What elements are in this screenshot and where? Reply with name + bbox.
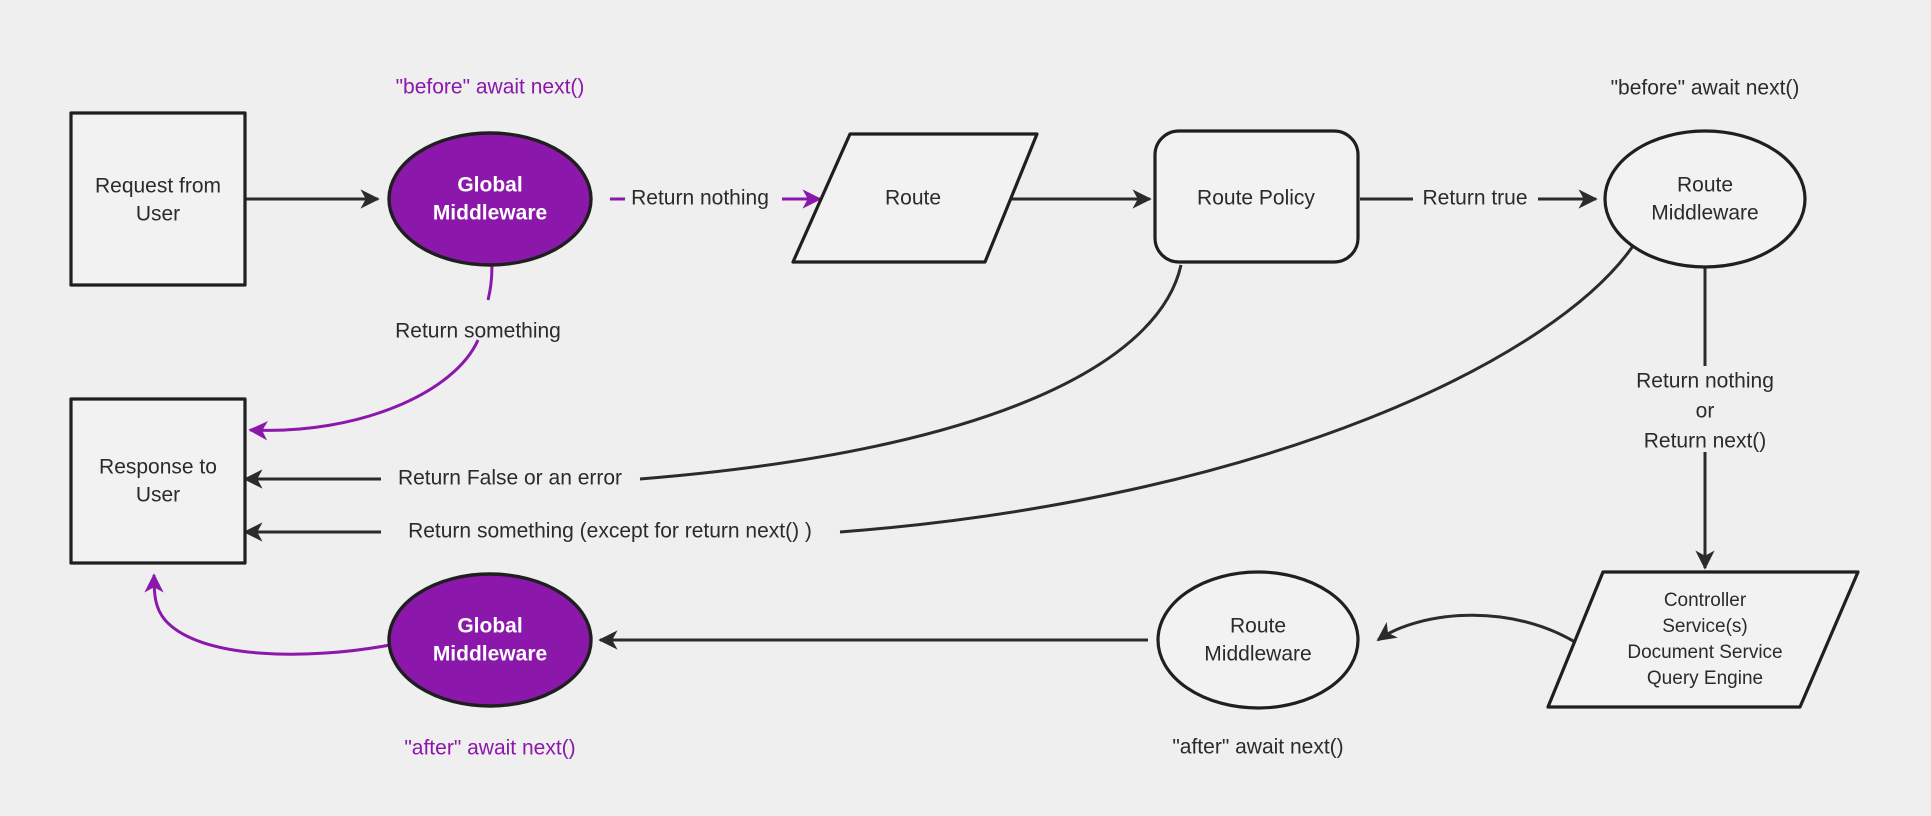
annotation-after-await-next-bottom-right: "after" await next() bbox=[1172, 736, 1343, 759]
node-controller-line4: Query Engine bbox=[1647, 668, 1763, 689]
edge-label-or-line: or bbox=[1696, 400, 1715, 423]
edge-route-policy-to-response-curve bbox=[639, 264, 1183, 481]
edge-controller-to-route-middleware-bottom bbox=[1376, 613, 1591, 654]
edge-label-return-false-or-error: Return False or an error bbox=[398, 467, 622, 490]
node-route-middleware-top-line1: Route bbox=[1677, 174, 1733, 197]
node-global-middleware-bottom-line1: Global bbox=[457, 615, 522, 638]
node-response-label-line2: User bbox=[136, 484, 180, 507]
edge-label-return-something-except: Return something (except for return next… bbox=[408, 520, 812, 543]
edge-label-return-nothing-line: Return nothing bbox=[1636, 370, 1774, 393]
node-route-middleware-top-line2: Middleware bbox=[1651, 202, 1758, 225]
annotation-before-await-next-top-right: "before" await next() bbox=[1611, 77, 1800, 100]
node-global-middleware-top-line1: Global bbox=[457, 174, 522, 197]
edge-label-return-nothing: Return nothing bbox=[631, 187, 769, 210]
node-route-middleware-bottom-line1: Route bbox=[1230, 615, 1286, 638]
node-controller-line2: Service(s) bbox=[1662, 616, 1748, 637]
node-global-middleware-bottom[interactable]: Global Middleware bbox=[387, 572, 593, 708]
edge-global-middleware-to-response bbox=[248, 339, 480, 441]
edge-global-middleware-bottom-to-response bbox=[144, 573, 391, 656]
edge-label-return-next-line: Return next() bbox=[1644, 430, 1767, 453]
node-global-middleware-bottom-line2: Middleware bbox=[433, 643, 547, 666]
node-request-from-user[interactable]: Request from User bbox=[69, 111, 247, 287]
node-request-label-line2: User bbox=[136, 203, 180, 226]
node-global-middleware-top-line2: Middleware bbox=[433, 202, 547, 225]
node-response-label-line1: Response to bbox=[99, 456, 217, 479]
node-response-to-user[interactable]: Response to User bbox=[69, 397, 247, 565]
node-route-middleware-bottom-line2: Middleware bbox=[1204, 643, 1311, 666]
node-route-policy[interactable]: Route Policy bbox=[1153, 129, 1360, 264]
node-request-label-line1: Request from bbox=[95, 175, 221, 198]
edge-route-middleware-to-response-curve bbox=[839, 239, 1639, 534]
node-route-policy-label: Route Policy bbox=[1197, 187, 1315, 210]
node-route-label: Route bbox=[885, 187, 941, 210]
node-controller-line1: Controller bbox=[1664, 590, 1747, 611]
edge-label-return-true: Return true bbox=[1422, 187, 1527, 210]
annotation-after-await-next-bottom-left: "after" await next() bbox=[404, 737, 575, 760]
node-route[interactable]: Route bbox=[791, 132, 1039, 264]
node-global-middleware-top[interactable]: Global Middleware bbox=[387, 131, 593, 267]
node-controller-line3: Document Service bbox=[1627, 642, 1782, 663]
node-route-middleware-bottom[interactable]: Route Middleware bbox=[1156, 570, 1360, 710]
node-route-middleware-top[interactable]: Route Middleware bbox=[1603, 129, 1807, 269]
node-controller-services[interactable]: Controller Service(s) Document Service Q… bbox=[1546, 570, 1860, 709]
edge-label-return-something: Return something bbox=[395, 320, 561, 343]
annotation-before-await-next-top-left: "before" await next() bbox=[396, 76, 585, 99]
